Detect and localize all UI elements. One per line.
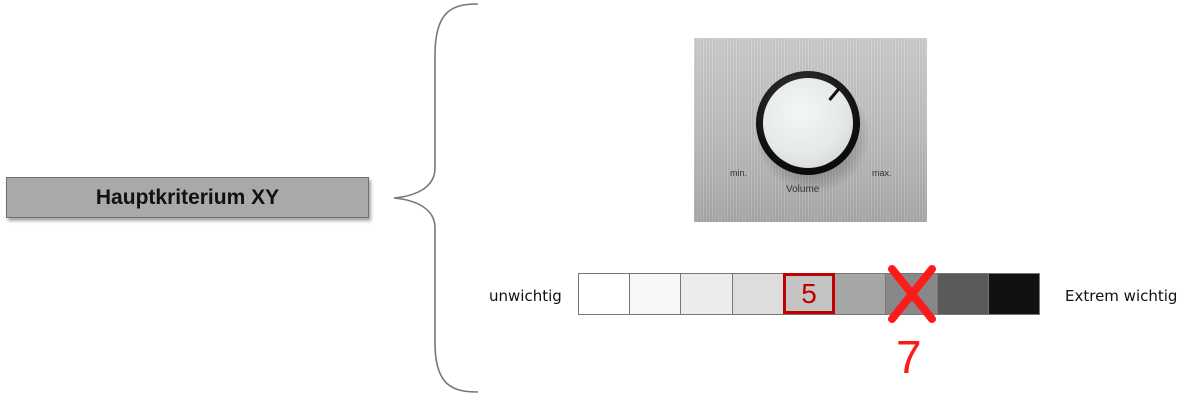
selected-value: 5 (801, 277, 817, 309)
scale-cell-9[interactable] (988, 274, 1039, 314)
scale-cell-6[interactable] (835, 274, 887, 314)
main-criterion-box: Hauptkriterium XY (6, 177, 369, 218)
knob-face (763, 78, 853, 168)
knob-min-label: min. (730, 168, 748, 178)
main-criterion-label: Hauptkriterium XY (95, 185, 280, 209)
knob-max-label: max. (872, 168, 892, 178)
scale-left-label: unwichtig (489, 287, 562, 305)
scale-cell-1[interactable] (579, 274, 631, 314)
cross-mark-icon (888, 265, 936, 323)
volume-knob-icon[interactable] (756, 71, 860, 175)
knob-volume-label: Volume (786, 184, 820, 195)
scale-cell-2[interactable] (630, 274, 682, 314)
scale-cell-8[interactable] (937, 274, 989, 314)
curly-brace (393, 3, 479, 393)
scale-cell-5[interactable] (783, 274, 836, 314)
importance-scale (578, 273, 1040, 315)
scale-right-label: Extrem wichtig (1065, 287, 1178, 305)
crossed-value: 7 (896, 331, 922, 383)
volume-knob-panel: min. max. Volume (694, 38, 927, 222)
scale-cell-4[interactable] (732, 274, 784, 314)
selected-value-box: 5 (783, 273, 835, 314)
scale-cell-3[interactable] (681, 274, 733, 314)
